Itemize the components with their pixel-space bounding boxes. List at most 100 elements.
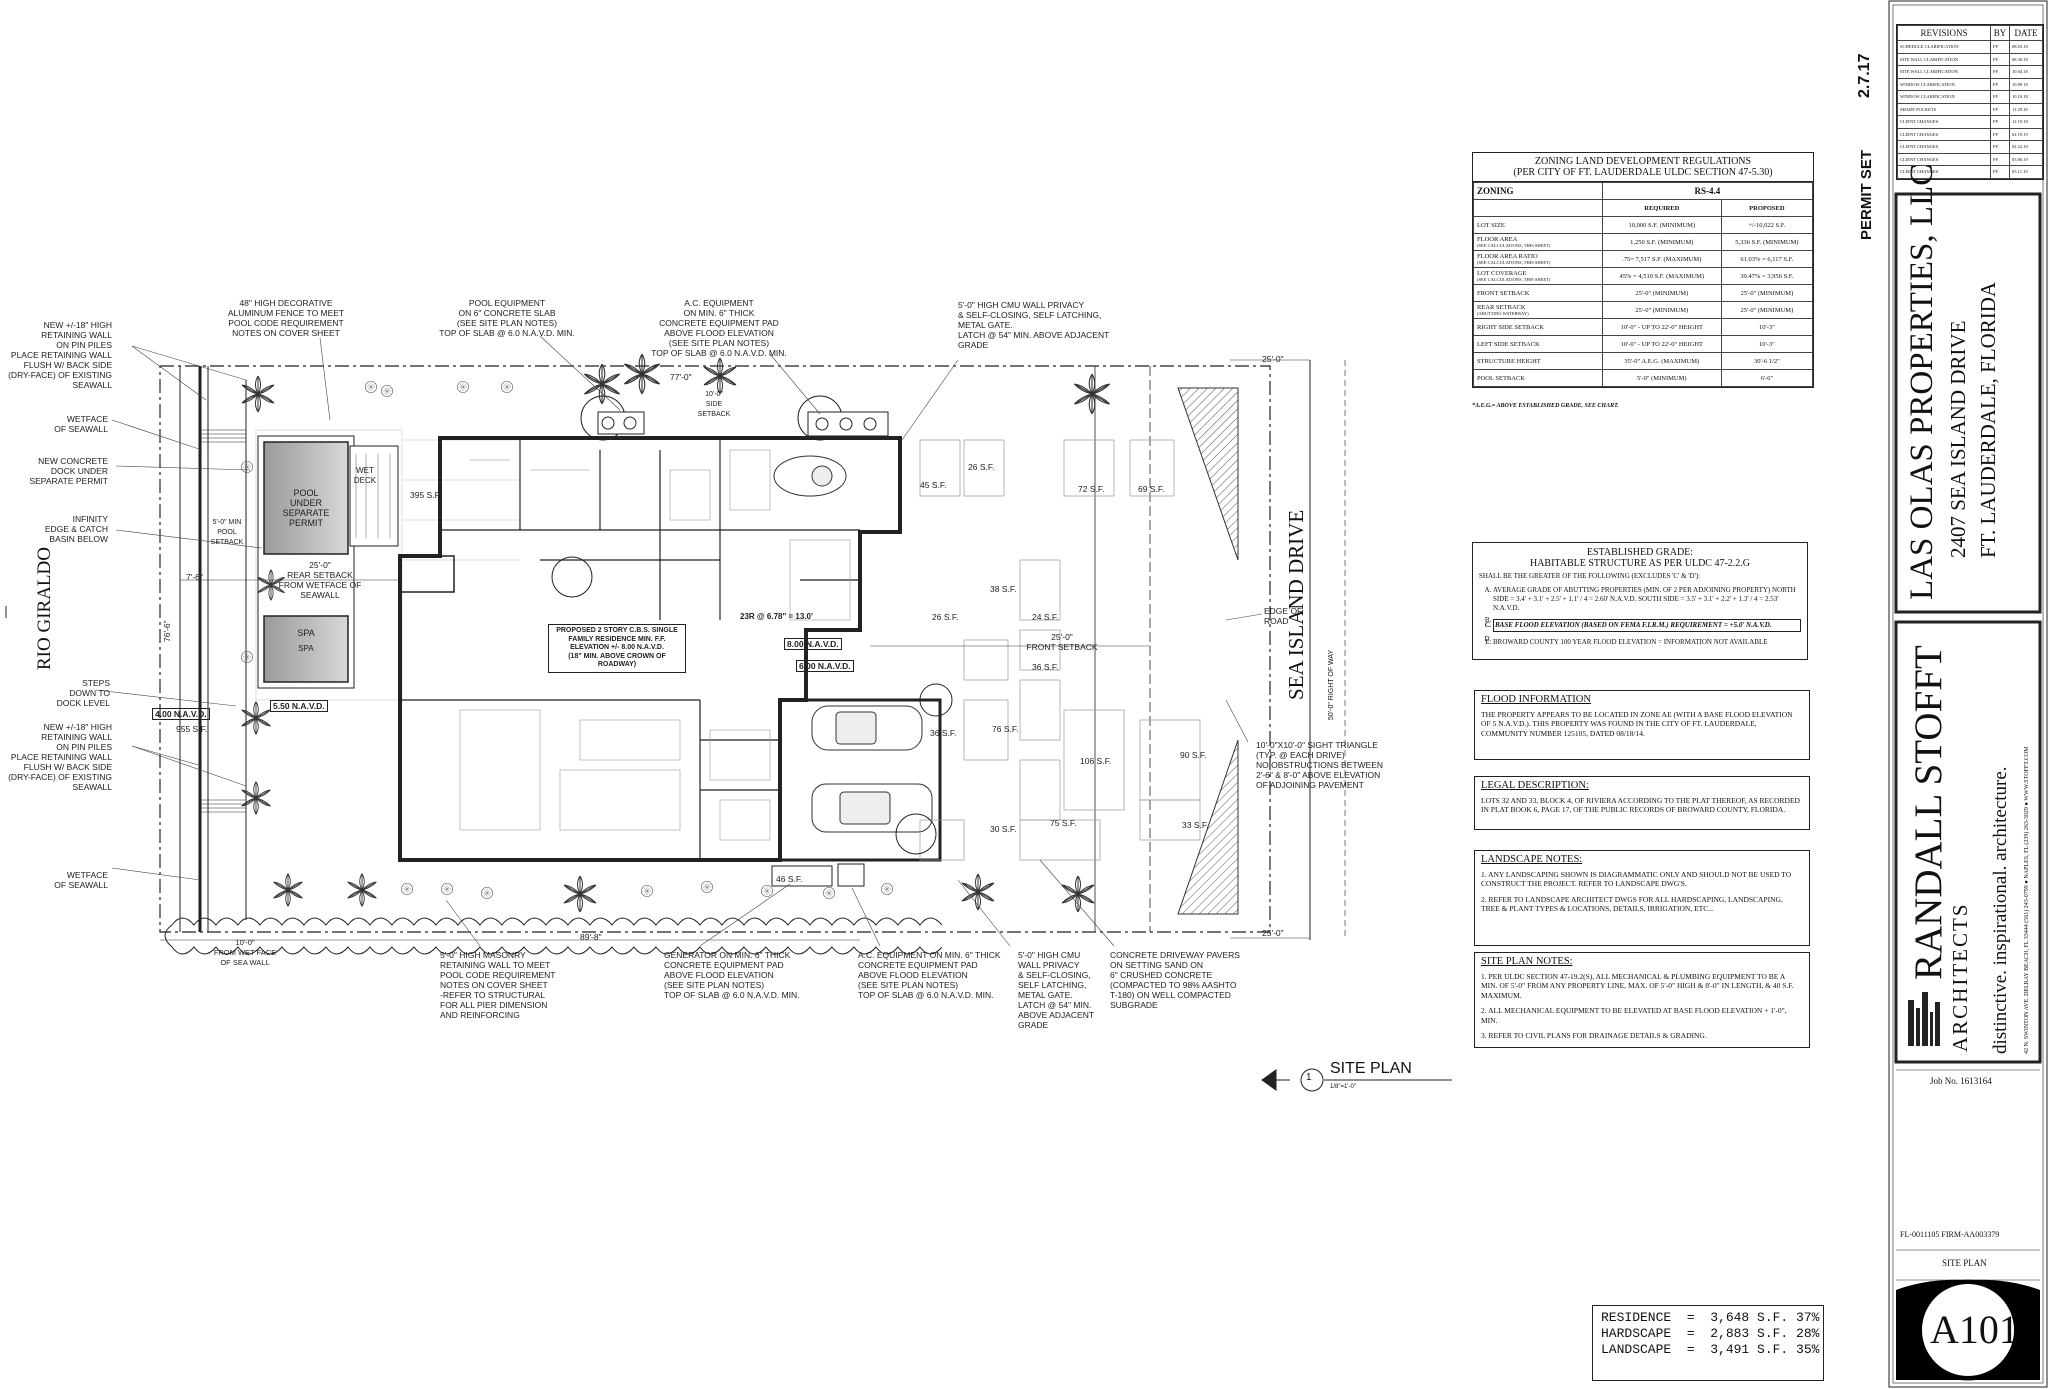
area-tag: 76 S.F. — [992, 724, 1019, 734]
revision-by: FF — [1990, 52, 2010, 66]
driveway-pavers — [919, 439, 1201, 861]
note-ac-bottom: A.C. EQUIPMENT ON MIN. 6" THICK CONCRETE… — [858, 950, 1001, 1000]
north-arrow — [1261, 1068, 1452, 1092]
zoning-item-label: POOL SETBACK — [1477, 374, 1525, 382]
zoning-row: FLOOR AREA(SEE CALCULATIONS, THIS SHEET)… — [1473, 233, 1814, 251]
zoning-proposed: 61.03% = 6,117 S.F. — [1720, 250, 1814, 268]
flood-text: THE PROPERTY APPEARS TO BE LOCATED IN ZO… — [1481, 709, 1793, 738]
site-note-item: 2. ALL MECHANICAL EQUIPMENT TO BE ELEVAT… — [1481, 1006, 1787, 1025]
flood-info-box: FLOOD INFORMATION THE PROPERTY APPEARS T… — [1474, 690, 1810, 760]
zoning-item: LOT COVERAGE(SEE CALCULATIONS, THIS SHEE… — [1473, 267, 1603, 285]
title-block-frame — [1888, 0, 2048, 1388]
architect-logo-bars — [1908, 992, 1940, 1046]
zoning-row: LOT COVERAGE(SEE CALCULATIONS, THIS SHEE… — [1473, 267, 1814, 285]
zoning-item: REAR SETBACK(ABUTTING WATERWAY) — [1473, 301, 1603, 319]
revision-by: FF — [1990, 127, 2010, 141]
revision-desc: CLIENT CHANGES — [1897, 140, 1991, 154]
dim-89: 89'-8" — [580, 932, 602, 942]
revision-date: 05.11.19 — [2009, 165, 2043, 179]
dim-top: 25'-0" — [1262, 354, 1284, 364]
zoning-proposed: 25'-0" (MINIMUM) — [1720, 284, 1814, 302]
note-retaining-2: NEW +/-18" HIGH RETAINING WALL ON PIN PI… — [8, 722, 112, 792]
zoning-item-sub: (SEE CALCULATIONS, THIS SHEET) — [1477, 260, 1551, 265]
wet-deck-label: WET DECK — [353, 466, 377, 485]
zoning-item-sub: (ABUTTING WATERWAY) — [1477, 311, 1529, 316]
revision-date: 11.29.18 — [2009, 102, 2043, 116]
elev-600: 6.00 N.A.V.D. — [796, 660, 854, 672]
zoning-item-label: FLOOR AREA — [1477, 236, 1518, 243]
landscape-item: 1. ANY LANDSCAPING SHOWN IS DIAGRAMMATIC… — [1481, 869, 1792, 889]
site-notes-title: SITE PLAN NOTES: — [1481, 956, 1573, 967]
note-masonry: 5'-0" HIGH MASONRY RETAINING WALL TO MEE… — [440, 950, 556, 1020]
zoning-row: REAR SETBACK(ABUTTING WATERWAY) 25'-0" (M… — [1473, 301, 1814, 319]
zoning-proposed: 6'-0" — [1720, 369, 1814, 387]
seawall — [198, 366, 247, 932]
zoning-item-label: REAR SETBACK — [1477, 304, 1526, 311]
revision-by: FF — [1990, 40, 2010, 54]
revision-desc: SCHEDULE CLARIFICATION — [1897, 40, 1991, 54]
zoning-proposed: 5,336 S.F. (MINIMUM) — [1720, 233, 1814, 251]
note-infinity: INFINITY EDGE & CATCH BASIN BELOW — [44, 514, 108, 544]
spa-label: SPA — [297, 628, 315, 638]
pool-setback-label: 5'-0" MIN POOL SETBACK — [210, 519, 244, 546]
side-setback-label: 10'-0" SIDE SETBACK — [697, 391, 731, 418]
revision-by: FF — [1990, 102, 2010, 116]
zoning-proposed: 25'-0" (MINIMUM) — [1720, 301, 1814, 319]
revision-by: FF — [1990, 115, 2010, 129]
zoning-item: STRUCTURE HEIGHT — [1473, 352, 1603, 370]
col-proposed: PROPOSED — [1720, 199, 1814, 217]
zoning-item-label: FRONT SETBACK — [1477, 289, 1530, 297]
sheet-number: A101 — [1930, 1307, 2019, 1352]
revision-date: 12.19.18 — [2009, 115, 2043, 129]
zoning-item-sub: (SEE CALCULATIONS, THIS SHEET) — [1477, 277, 1551, 282]
revision-desc: SHADE POCKETS — [1897, 102, 1991, 116]
elev-550: 5.50 N.A.V.D. — [270, 700, 328, 712]
sight-triangles — [1177, 387, 1239, 915]
area-tag: 72 S.F. — [1078, 484, 1105, 494]
zoning-required: 10'-0" - UP TO 22'-0" HEIGHT — [1601, 318, 1722, 336]
area-summary: RESIDENCE = 3,648 S.F. 37%HARDSCAPE = 2,… — [1592, 1305, 1824, 1381]
dim-7-6: 7'-6" — [186, 572, 203, 582]
area-landscape: LANDSCAPE = 3,491 S.F. 35% — [1601, 1342, 1820, 1357]
note-edge-of-road: EDGE OF ROAD — [1264, 606, 1303, 626]
job-number: Job No. 1613164 — [1930, 1076, 1992, 1086]
revision-by: FF — [1990, 140, 2010, 154]
grade-intro: SHALL BE THE GREATER OF THE FOLLOWING (E… — [1479, 572, 1701, 580]
dim-bottom: 25'-0" — [1262, 928, 1284, 938]
site-plan-scale: 1/8"=1'-0" — [1330, 1084, 1356, 1090]
revision-by: FF — [1990, 152, 2010, 166]
area-tag: 38 S.F. — [990, 584, 1017, 594]
revision-date: 02.19.19 — [2009, 127, 2043, 141]
pool-area — [257, 435, 399, 689]
rev-header: REVISIONS — [1897, 25, 1991, 41]
property-boundary — [159, 360, 1346, 940]
zoning-required: 10,000 S.F. (MINIMUM) — [1601, 216, 1722, 234]
note-cmu-top: 5'-0" HIGH CMU WALL PRIVACY & SELF-CLOSI… — [958, 300, 1110, 350]
elev-800: 8.00 N.A.V.D. — [784, 638, 842, 650]
area-tag: 36 S.F. — [930, 728, 957, 738]
zoning-proposed: 39.47% = 3,956 S.F. — [1720, 267, 1814, 285]
note-ac-top: A.C. EQUIPMENT ON MIN. 6" THICK CONCRETE… — [651, 298, 787, 358]
rio-giraldo-label: RIO GIRALDO — [34, 547, 55, 670]
area-tag: 75 S.F. — [1050, 818, 1077, 828]
revision-date: 08.30.18 — [2009, 52, 2043, 66]
grade-title: ESTABLISHED GRADE: HABITABLE STRUCTURE A… — [1529, 547, 1751, 569]
legal-text: LOTS 32 AND 33, BLOCK 4, OF RIVIERA ACCO… — [1481, 795, 1800, 815]
area-tag: 90 S.F. — [1180, 750, 1207, 760]
zoning-item: LEFT SIDE SETBACK — [1473, 335, 1603, 353]
note-pool-equipment: POOL EQUIPMENT ON 6" CONCRETE SLAB (SEE … — [439, 298, 575, 338]
legal-box: LEGAL DESCRIPTION: LOTS 32 AND 33, BLOCK… — [1474, 776, 1810, 830]
architect-name: RANDALL STOFFT — [1907, 645, 1950, 980]
area-residence: RESIDENCE = 3,648 S.F. 37% — [1601, 1310, 1820, 1325]
revision-desc: CLIENT CHANGES — [1897, 127, 1991, 141]
sheet-name: SITE PLAN — [1942, 1258, 1987, 1268]
architect-sub: ARCHITECTS — [1948, 902, 1972, 1052]
site-note-item: 3. REFER TO CIVIL PLANS FOR DRAINAGE DET… — [1481, 1031, 1707, 1040]
area-tag: 24 S.F. — [1032, 612, 1059, 622]
